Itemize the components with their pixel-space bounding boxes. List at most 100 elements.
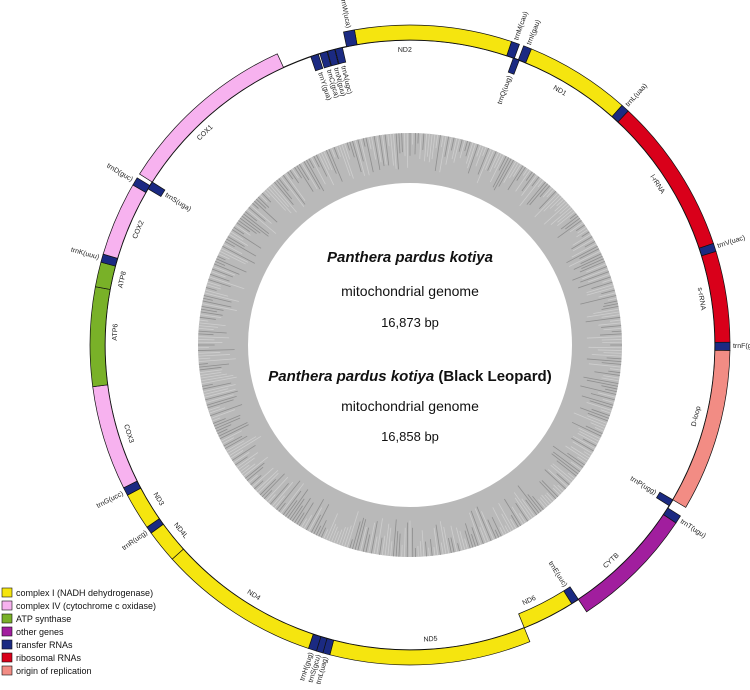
- gene-atp6: [89, 286, 111, 388]
- gc-tick: [229, 436, 262, 457]
- gc-tick: [338, 526, 346, 545]
- gc-tick: [392, 519, 397, 557]
- gc-tick: [217, 428, 228, 435]
- gc-tick: [498, 502, 514, 531]
- gc-tick: [479, 526, 487, 544]
- gc-tick: [539, 190, 557, 209]
- gc-tick: [213, 414, 241, 427]
- gene-label: trnS(uga): [164, 192, 193, 213]
- gc-tick: [235, 456, 248, 466]
- gc-tick: [265, 189, 286, 211]
- gc-tick: [210, 273, 230, 282]
- gc-tick: [459, 140, 466, 159]
- gc-tick: [298, 164, 310, 181]
- gc-tick: [222, 437, 235, 445]
- gc-tick: [464, 140, 468, 152]
- gene-label: D-loop: [691, 405, 703, 427]
- gc-tick: [476, 145, 482, 157]
- gc-tick: [601, 289, 615, 295]
- gc-tick: [199, 363, 230, 368]
- gc-tick: [433, 546, 436, 556]
- gc-tick: [401, 133, 403, 153]
- gc-tick: [201, 376, 237, 385]
- gc-content-ring: [198, 133, 622, 557]
- gc-tick: [209, 407, 226, 414]
- gc-tick: [267, 187, 292, 214]
- gc-tick: [201, 303, 237, 311]
- gc-tick: [557, 220, 582, 239]
- gc-tick: [580, 295, 617, 305]
- gene-label: ND4: [246, 589, 262, 602]
- gc-tick: [231, 445, 256, 461]
- gene-label: ND3: [152, 492, 165, 508]
- gene-trns-uga-: [147, 181, 166, 197]
- gc-tick: [531, 176, 540, 187]
- gc-tick: [212, 266, 236, 276]
- gc-tick: [464, 538, 468, 550]
- gc-tick: [422, 133, 425, 150]
- gc-tick: [519, 178, 542, 207]
- gc-tick: [541, 494, 551, 505]
- gc-tick: [390, 133, 394, 166]
- gc-tick: [455, 527, 463, 551]
- gc-tick: [579, 260, 605, 273]
- gc-tick: [198, 357, 211, 360]
- gc-tick: [352, 521, 361, 550]
- genome-type-1: mitochondrial genome: [341, 283, 479, 299]
- gc-tick: [515, 170, 531, 192]
- gc-tick: [586, 287, 615, 296]
- gc-tick: [525, 499, 538, 516]
- gc-tick: [549, 196, 563, 209]
- gc-tick: [490, 154, 505, 183]
- gc-tick: [315, 525, 322, 536]
- gc-tick: [584, 241, 596, 248]
- gene-cox1: [139, 53, 284, 183]
- gc-tick: [210, 271, 226, 278]
- gc-tick: [331, 147, 336, 158]
- gc-tick: [544, 469, 566, 490]
- gc-tick: [566, 245, 598, 264]
- gc-tick: [206, 395, 237, 406]
- gc-tick: [210, 404, 243, 417]
- gc-tick: [419, 133, 422, 159]
- gc-tick: [200, 374, 234, 382]
- gc-tick: [208, 406, 221, 411]
- gc-tick: [581, 231, 590, 237]
- gc-tick: [494, 153, 502, 169]
- legend-swatch: [1, 665, 13, 676]
- gc-tick: [211, 417, 221, 422]
- gc-tick: [205, 390, 238, 401]
- gc-tick: [376, 135, 382, 163]
- gc-tick: [554, 200, 566, 212]
- gc-tick: [498, 155, 507, 171]
- gc-tick: [514, 497, 531, 520]
- gc-tick: [336, 529, 343, 545]
- gene-trnq-uug-: [507, 57, 520, 75]
- gc-tick: [212, 418, 226, 424]
- gc-tick: [499, 527, 505, 536]
- gc-tick: [582, 438, 597, 447]
- gc-tick: [344, 525, 352, 547]
- gc-tick: [440, 135, 444, 148]
- gc-tick: [504, 498, 522, 526]
- legend-label: ATP synthase: [16, 614, 71, 624]
- species-name-2: Panthera pardus kotiya (Black Leopard): [268, 368, 551, 385]
- gc-tick: [207, 281, 221, 287]
- gc-tick: [199, 319, 209, 322]
- gc-tick: [428, 547, 430, 557]
- gc-tick: [200, 314, 222, 319]
- gc-tick: [560, 215, 579, 230]
- gc-tick: [601, 339, 622, 341]
- gene-label: ND4L: [172, 522, 189, 540]
- gc-tick: [587, 412, 609, 422]
- gc-tick: [370, 136, 377, 160]
- gc-tick: [582, 268, 609, 280]
- gc-tick: [511, 506, 524, 525]
- gc-tick: [510, 518, 517, 529]
- gc-tick: [467, 144, 479, 174]
- gc-tick: [603, 375, 620, 379]
- gc-tick: [591, 408, 610, 417]
- gc-tick: [525, 171, 533, 181]
- legend-label: ribosomal RNAs: [16, 653, 82, 663]
- gc-tick: [601, 305, 619, 310]
